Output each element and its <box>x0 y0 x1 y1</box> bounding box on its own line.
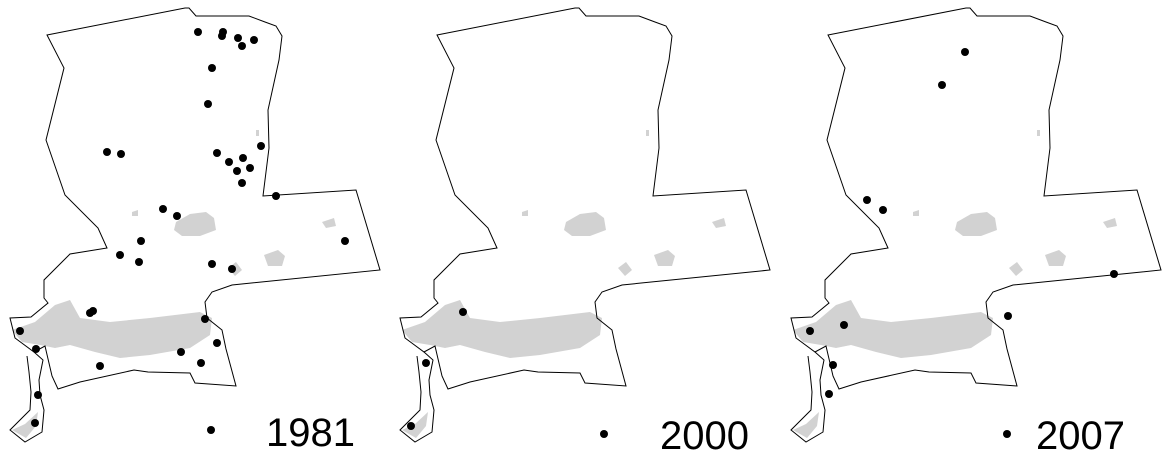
site-marker <box>194 28 202 36</box>
year-label: 2007 <box>1036 414 1125 458</box>
site-marker <box>116 251 124 259</box>
site-marker <box>86 309 94 317</box>
legend-marker <box>1003 430 1011 438</box>
legend-marker <box>600 430 608 438</box>
site-marker <box>213 339 221 347</box>
site-marker <box>863 196 871 204</box>
site-marker <box>961 48 969 56</box>
site-marker <box>238 179 246 187</box>
district-boundary <box>399 7 771 390</box>
site-marker <box>840 321 848 329</box>
site-marker <box>208 64 216 72</box>
site-marker <box>197 359 205 367</box>
site-marker <box>204 100 212 108</box>
site-marker <box>239 154 247 162</box>
year-label: 1981 <box>266 411 355 455</box>
site-marker <box>218 32 226 40</box>
site-marker <box>31 419 39 427</box>
water-bodies <box>793 130 1117 438</box>
site-marker <box>173 212 181 220</box>
site-marker <box>829 361 837 369</box>
site-marker <box>201 315 209 323</box>
map-panel-1981: 1981 <box>0 0 391 455</box>
site-marker <box>213 149 221 157</box>
site-marker <box>246 164 254 172</box>
site-marker <box>135 258 143 266</box>
site-marker <box>96 362 104 370</box>
site-marker <box>117 150 125 158</box>
site-marker <box>825 390 833 398</box>
site-marker <box>234 34 242 42</box>
site-marker <box>225 158 233 166</box>
map-panel-2000: 2000 <box>390 0 781 456</box>
site-marker <box>16 327 24 335</box>
site-marker <box>208 260 216 268</box>
district-boundary-tail <box>9 351 45 443</box>
water-bodies <box>402 130 726 438</box>
site-marker <box>159 205 167 213</box>
district-boundary <box>9 7 381 390</box>
map-canvas-2000 <box>399 7 771 443</box>
site-marker <box>34 391 42 399</box>
map-panel-2007: 2007 <box>781 0 1172 456</box>
map-canvas-1981 <box>9 7 381 443</box>
site-marker <box>233 167 241 175</box>
site-marker <box>422 359 430 367</box>
site-marker <box>341 237 349 245</box>
site-marker <box>1110 270 1118 278</box>
site-marker <box>938 81 946 89</box>
site-marker <box>879 206 887 214</box>
site-marker <box>177 348 185 356</box>
site-marker <box>250 36 258 44</box>
district-boundary-tail <box>790 351 826 443</box>
site-marker <box>459 308 467 316</box>
site-marker <box>137 237 145 245</box>
site-marker <box>272 192 280 200</box>
district-boundary <box>790 7 1162 390</box>
water-bodies <box>12 130 336 438</box>
map-canvas-2007 <box>790 7 1162 443</box>
legend-marker <box>207 426 215 434</box>
site-marker <box>238 42 246 50</box>
year-label: 2000 <box>660 414 749 458</box>
site-marker <box>806 327 814 335</box>
site-marker <box>1004 312 1012 320</box>
site-marker <box>257 142 265 150</box>
site-marker <box>32 345 40 353</box>
site-marker <box>228 265 236 273</box>
district-boundary-tail <box>399 351 435 443</box>
site-marker <box>103 148 111 156</box>
site-marker <box>407 422 415 430</box>
